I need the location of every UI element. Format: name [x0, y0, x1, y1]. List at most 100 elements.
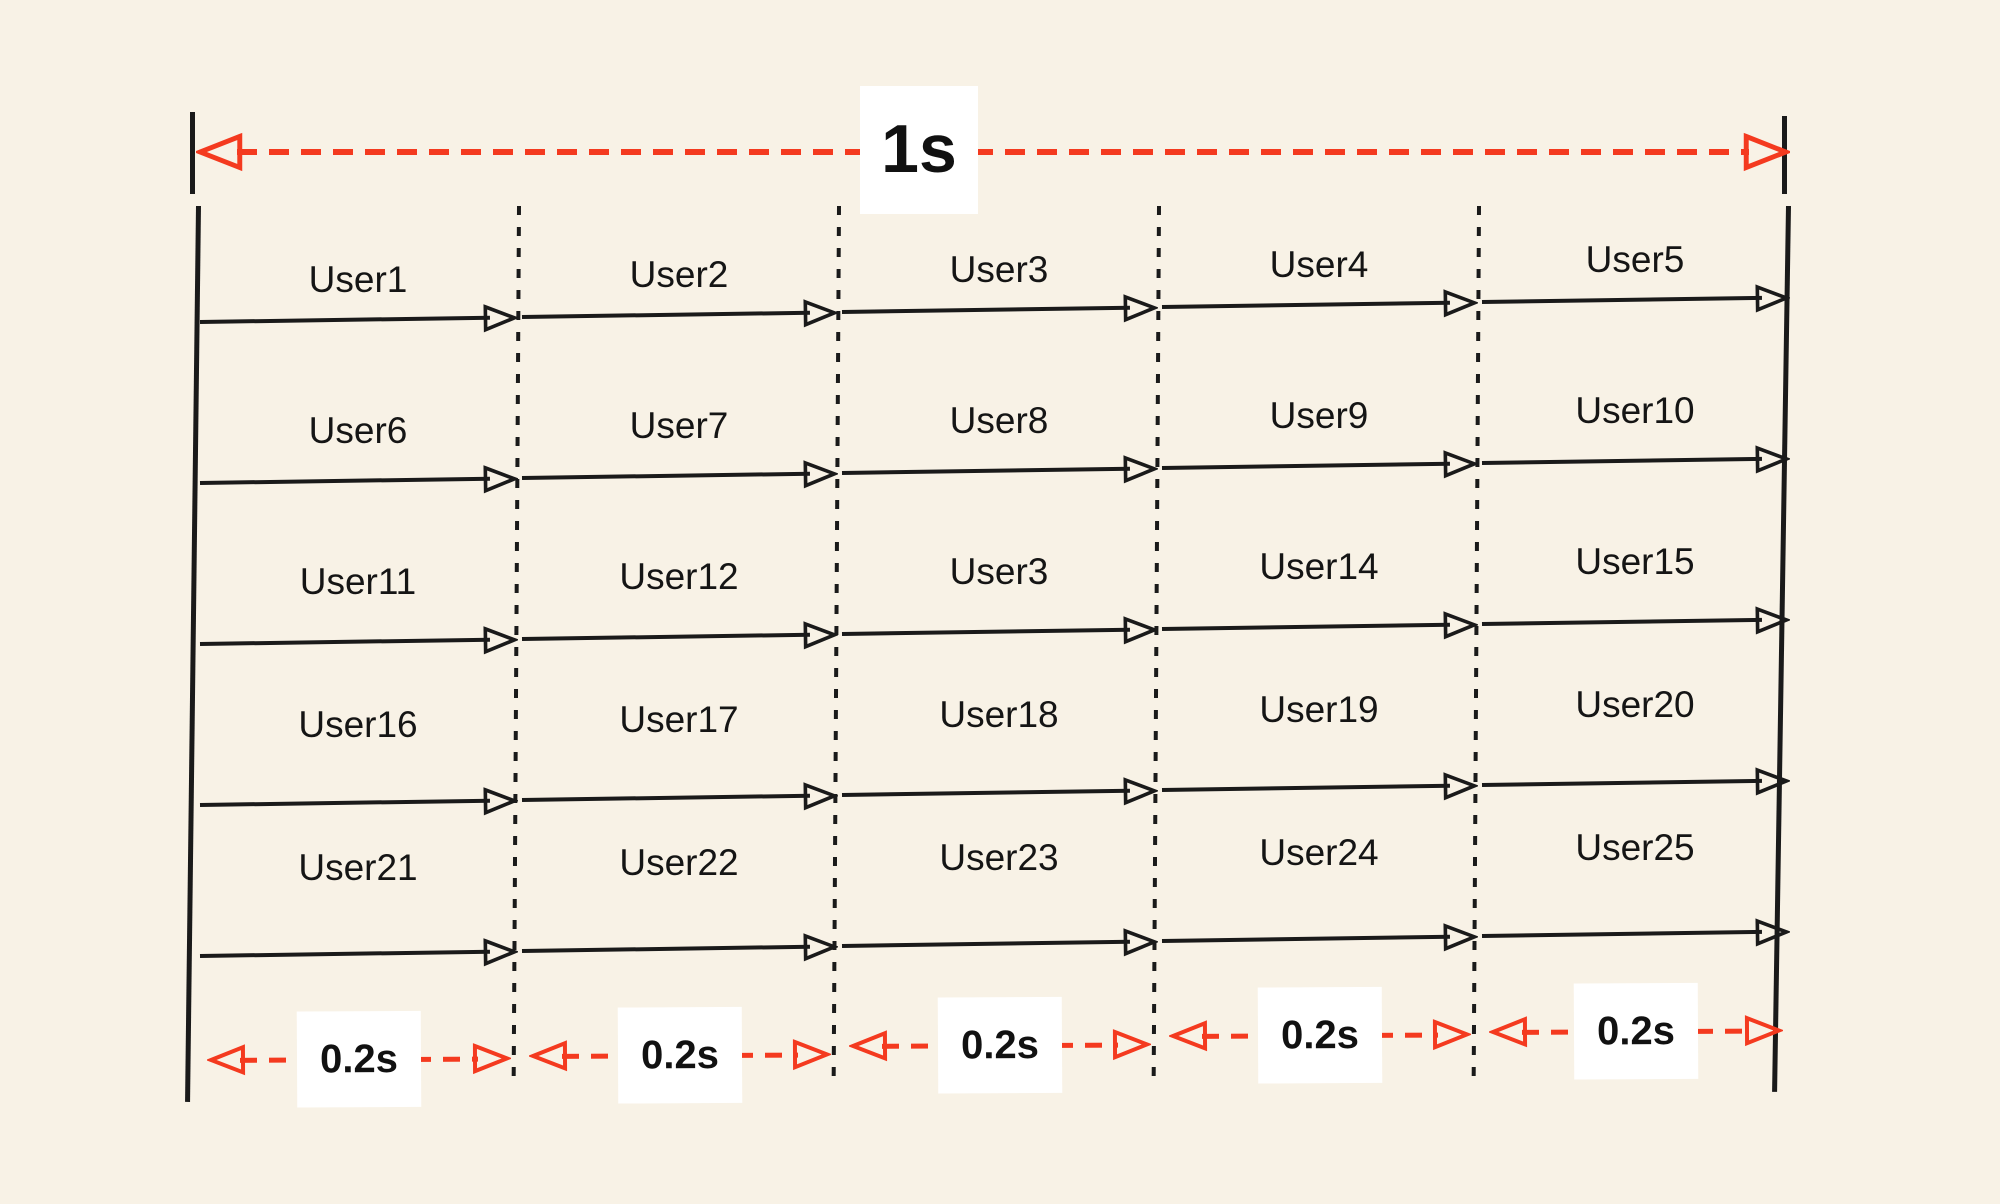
user-slot-label: User4 [1269, 244, 1369, 285]
user-slot-arrow [521, 457, 839, 494]
user-slot-arrow [199, 301, 519, 338]
segment-duration-arrow: 0.2s [848, 996, 1152, 1094]
user-slot-arrow [841, 925, 1159, 962]
user-slot-arrow [841, 613, 1159, 650]
arrowhead-right-icon [803, 298, 839, 327]
arrow-shaft-line [1481, 295, 1762, 304]
span-dashed-line [237, 149, 1749, 155]
user-slot-label: User25 [1575, 827, 1695, 868]
arrow-shaft-line [1481, 929, 1762, 938]
segment-duration-arrow: 0.2s [1168, 986, 1472, 1084]
user-slot-arrow [841, 291, 1159, 328]
user-slot-arrow [1161, 608, 1479, 645]
arrow-shaft-line [841, 788, 1130, 797]
arrowhead-right-icon [1755, 283, 1791, 312]
arrowhead-right-icon [1123, 615, 1159, 644]
user-slot-arrow [521, 779, 839, 816]
user-slot-label: User16 [298, 704, 418, 745]
user-slot-label: User22 [619, 842, 739, 883]
user-slot-label: User23 [939, 837, 1059, 878]
arrowhead-right-icon [1755, 444, 1791, 473]
user-slot-arrow [1481, 915, 1791, 952]
arrowhead-right-icon [483, 937, 519, 966]
arrowhead-right-icon [792, 1039, 832, 1071]
arrow-shaft-line [521, 944, 810, 953]
slot-divider-line-4 [1471, 205, 1481, 1086]
arrowhead-right-icon [1123, 776, 1159, 805]
arrowhead-right-icon [1443, 771, 1479, 800]
segment-duration-label: 0.2s [296, 1010, 422, 1108]
user-slot-label: User14 [1259, 546, 1379, 587]
arrow-shaft-line [1161, 300, 1450, 309]
arrow-shaft-line [1161, 783, 1450, 792]
segment-duration-arrow: 0.2s [528, 1006, 832, 1104]
user-slot-label: User21 [298, 847, 418, 888]
user-slot-arrow [1161, 769, 1479, 806]
arrowhead-right-icon [483, 464, 519, 493]
arrowhead-right-icon [1744, 1015, 1784, 1047]
user-slot-arrow [521, 930, 839, 967]
segment-duration-label: 0.2s [1257, 986, 1383, 1084]
arrowhead-right-icon [1755, 766, 1791, 795]
arrowhead-right-icon [803, 932, 839, 961]
user-slot-label: User8 [949, 400, 1049, 441]
arrow-shaft-line [1481, 456, 1762, 465]
segment-duration-arrow: 0.2s [206, 1010, 512, 1108]
arrowhead-right-icon [803, 459, 839, 488]
user-slot-arrow [841, 774, 1159, 811]
arrowhead-right-icon [1123, 293, 1159, 322]
user-slot-arrow [199, 623, 519, 660]
arrow-shaft-line [1161, 622, 1450, 631]
arrowhead-right-icon [483, 625, 519, 654]
arrowhead-right-icon [1755, 917, 1791, 946]
left-boundary-line [185, 205, 201, 1102]
arrow-shaft-line [199, 476, 490, 485]
arrowhead-right-icon [483, 303, 519, 332]
user-slot-label: User3 [949, 551, 1049, 592]
user-slot-arrow [1161, 447, 1479, 484]
user-slot-arrow [1161, 286, 1479, 323]
arrow-shaft-line [841, 939, 1130, 948]
left-span-tick-line [190, 112, 195, 194]
user-slot-label: User1 [308, 259, 408, 300]
arrow-shaft-line [199, 798, 490, 807]
user-slot-label: User7 [629, 405, 729, 446]
arrowhead-right-icon [1443, 922, 1479, 951]
arrow-shaft-line [841, 627, 1130, 636]
user-slot-arrow [1481, 442, 1791, 479]
arrow-shaft-line [199, 637, 490, 646]
arrowhead-right-icon [1123, 454, 1159, 483]
arrow-shaft-line [1481, 617, 1762, 626]
arrow-shaft-line [199, 315, 490, 324]
user-slot-label: User3 [949, 249, 1049, 290]
user-slot-label: User2 [629, 254, 729, 295]
arrow-shaft-line [521, 471, 810, 480]
user-slot-label: User18 [939, 694, 1059, 735]
total-span-arrow: 1s [196, 86, 1790, 214]
user-slot-arrow [199, 784, 519, 821]
total-span-label: 1s [860, 86, 978, 214]
user-slot-arrow [1481, 764, 1791, 801]
arrowhead-right-icon [1743, 132, 1790, 172]
arrow-shaft-line [199, 949, 490, 958]
arrow-shaft-line [841, 305, 1130, 314]
user-slot-label: User20 [1575, 684, 1695, 725]
user-slot-arrow [521, 618, 839, 655]
arrowhead-right-icon [1112, 1029, 1152, 1061]
arrow-shaft-line [1161, 934, 1450, 943]
user-slot-arrow [1481, 603, 1791, 640]
arrow-shaft-line [1161, 461, 1450, 470]
user-slot-label: User9 [1269, 395, 1369, 436]
user-slot-label: User12 [619, 556, 739, 597]
user-slot-label: User24 [1259, 832, 1379, 873]
arrowhead-right-icon [1123, 927, 1159, 956]
segment-duration-arrow: 0.2s [1488, 982, 1784, 1080]
arrowhead-right-icon [803, 781, 839, 810]
user-slot-arrow [1481, 281, 1791, 318]
user-slot-label: User11 [299, 561, 417, 602]
right-boundary-line [1772, 205, 1791, 1092]
user-slot-arrow [1161, 920, 1479, 957]
arrowhead-right-icon [483, 786, 519, 815]
user-slot-arrow [199, 935, 519, 972]
